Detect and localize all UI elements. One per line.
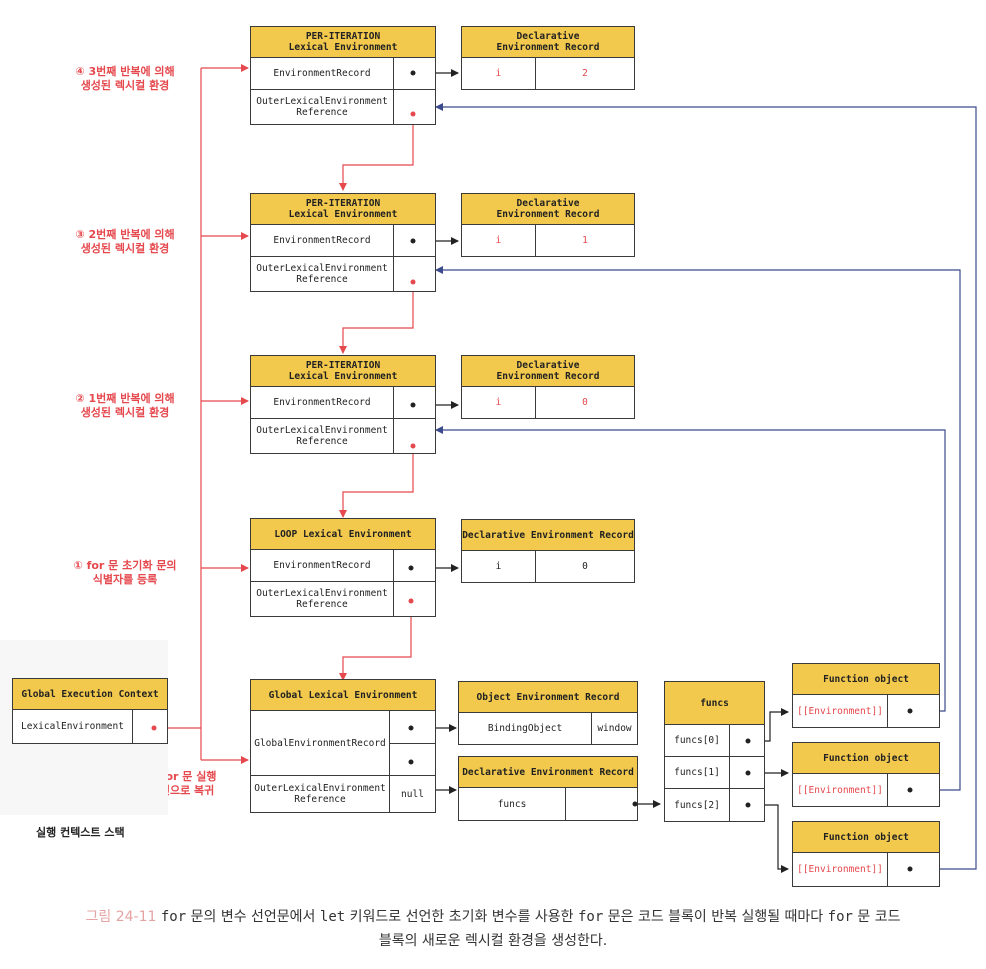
environment-slot: [887, 773, 940, 807]
env-record-slot: [393, 549, 436, 582]
red-outer-links: [339, 114, 414, 681]
environment-field: [[Environment]]: [792, 694, 888, 728]
funcs-item: funcs[2]: [664, 788, 730, 822]
function-object-header: Function object: [792, 821, 940, 853]
funcs-item-slot: [729, 788, 765, 822]
binding-name: i: [461, 57, 536, 90]
outer-ref-slot: [393, 418, 436, 454]
funcs-binding-slot: [565, 787, 638, 821]
env-record-slot: [393, 224, 436, 257]
binding-name: i: [461, 386, 536, 419]
env-record-slot: [393, 57, 436, 90]
loop-env-header: LOOP Lexical Environment: [250, 518, 436, 550]
funcs-array-header: funcs: [664, 681, 765, 725]
binding-value: 2: [535, 57, 635, 90]
outer-ref-label: OuterLexicalEnvironment Reference: [250, 89, 394, 125]
env-record-slot: [393, 386, 436, 419]
binding-value: 0: [535, 386, 635, 419]
binding-value: 0: [535, 550, 635, 583]
global-outer-ref-value: null: [389, 775, 436, 813]
declarative-record-header: Declarative Environment Record: [461, 355, 635, 387]
outer-ref-slot: [393, 256, 436, 292]
object-record-slot: [389, 710, 436, 744]
object-record-header: Object Environment Record: [458, 681, 638, 713]
lexical-env-field: LexicalEnvironment: [12, 709, 133, 744]
binding-object-field: BindingObject: [458, 712, 592, 745]
declarative-record-header: Declarative Environment Record: [461, 26, 635, 58]
caption-line-2: 블록의 새로운 렉시컬 환경을 생성한다.: [378, 933, 608, 949]
loop-record-header: Declarative Environment Record: [461, 519, 635, 551]
outer-ref-slot: [393, 89, 436, 125]
outer-ref-slot: [393, 581, 436, 617]
outer-ref-label: OuterLexicalEnvironment Reference: [250, 418, 394, 454]
funcs-item-slot: [729, 756, 765, 789]
label-iteration-1: ② 1번째 반복에 의해 생성된 렉시컬 환경: [75, 392, 175, 419]
outer-ref-label: OuterLexicalEnvironment Reference: [250, 256, 394, 292]
figure-caption: 그림 24-11 for 문의 변수 선언문에서 let 키워드로 선언한 초기…: [85, 909, 901, 949]
binding-object-value: window: [591, 712, 638, 745]
environment-field: [[Environment]]: [792, 852, 888, 887]
global-exec-context-header: Global Execution Context: [12, 678, 168, 710]
declarative-record-header: Declarative Environment Record: [461, 193, 635, 225]
environment-field: [[Environment]]: [792, 773, 888, 807]
red-context-links: [154, 64, 249, 764]
figure-number: 그림 24-11: [85, 909, 157, 925]
label-iteration-2: ③ 2번째 반복에 의해 생성된 렉시컬 환경: [75, 228, 175, 255]
env-record-label: EnvironmentRecord: [250, 386, 394, 419]
declarative-record-header: Declarative Environment Record: [458, 756, 638, 788]
funcs-item: funcs[0]: [664, 724, 730, 757]
label-loop: ① for 문 초기화 문의 식별자를 등록: [73, 559, 177, 586]
label-iteration-3: ④ 3번째 반복에 의해 생성된 렉시컬 환경: [75, 65, 175, 92]
declarative-record-slot: [389, 743, 436, 776]
environment-slot: [887, 852, 940, 887]
lexical-env-slot: [132, 709, 168, 744]
binding-name: i: [461, 224, 536, 257]
outer-ref-label: OuterLexicalEnvironment Reference: [250, 581, 394, 617]
env-record-label: EnvironmentRecord: [250, 224, 394, 257]
function-object-header: Function object: [792, 742, 940, 774]
global-env-record-label: GlobalEnvironmentRecord: [250, 710, 390, 776]
global-lexical-env-header: Global Lexical Environment: [250, 679, 436, 711]
environment-slot: [887, 694, 940, 728]
env-record-label: EnvironmentRecord: [250, 57, 394, 90]
per-iteration-header: PER-ITERATION Lexical Environment: [250, 193, 436, 225]
binding-name: i: [461, 550, 536, 583]
execution-stack-label: 실행 컨텍스트 스택: [36, 826, 125, 839]
per-iteration-header: PER-ITERATION Lexical Environment: [250, 26, 436, 58]
per-iteration-header: PER-ITERATION Lexical Environment: [250, 355, 436, 387]
global-outer-ref-label: OuterLexicalEnvironment Reference: [250, 775, 390, 813]
funcs-binding-name: funcs: [458, 787, 566, 821]
function-object-header: Function object: [792, 663, 940, 695]
funcs-item: funcs[1]: [664, 756, 730, 789]
env-record-label: EnvironmentRecord: [250, 549, 394, 582]
funcs-item-slot: [729, 724, 765, 757]
binding-value: 1: [535, 224, 635, 257]
